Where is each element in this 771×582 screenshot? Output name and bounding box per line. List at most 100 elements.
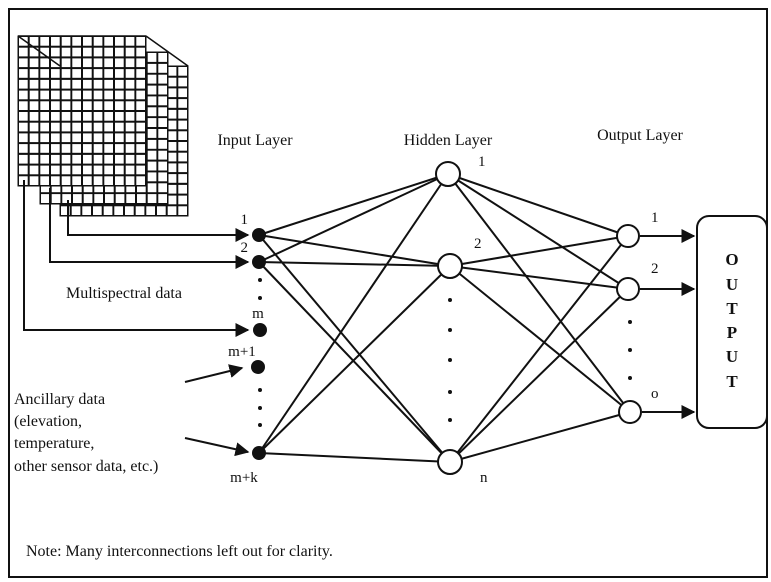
image-pixel [83,112,92,121]
image-pixel [51,165,60,175]
image-pixel [167,88,177,98]
image-pixel [93,101,103,110]
image-pixel [125,133,135,143]
image-pixel [40,154,49,164]
image-pixel [136,90,145,100]
image-pixel [147,161,157,171]
connection-line [258,261,451,463]
image-pixel [105,194,114,203]
connection-line [258,173,449,263]
image-pixel [167,142,177,151]
image-pixel [72,101,81,110]
ellipsis-dot [448,298,452,302]
image-pixel [29,122,39,132]
image-pixel [158,161,167,171]
output-letter: T [726,372,738,391]
connection-line [449,235,629,463]
image-pixel [40,176,49,185]
image-pixel [73,194,82,203]
image-pixel [157,206,166,215]
image-pixel [178,109,187,119]
image-pixel [167,67,177,76]
note-text: Note: Many interconnections left out for… [26,543,333,560]
image-pixel [167,152,177,162]
image-pixel [61,122,71,132]
image-pixel [40,69,49,78]
image-pixel [93,165,103,175]
output-node-label: o [651,386,659,402]
image-pixel [178,131,187,140]
image-pixel [19,90,28,100]
ancillary-label: Ancillary data [14,391,105,408]
image-pixel [61,112,71,121]
image-pixel [167,131,177,140]
image-pixel [104,154,113,164]
multispectral-label: Multispectral data [66,285,182,302]
output-letter: T [726,299,738,318]
input-node-m [253,323,267,337]
input-layer-title: Input Layer [217,132,293,149]
image-pixel [167,109,177,119]
image-pixel [83,133,92,143]
output-ellipsis [628,320,632,380]
image-pixel [136,144,145,153]
image-pixel [125,112,135,121]
hidden-node-2 [437,253,463,279]
image-pixel [125,79,135,89]
multispectral-arrows [23,180,250,337]
connection-line [447,173,631,413]
image-pixel [29,154,39,164]
hidden-node-1 [435,161,461,187]
image-pixel [19,122,28,132]
input-node-label: 1 [241,212,249,228]
image-pixel [40,37,49,46]
image-pixel [178,174,187,183]
image-pixel [19,58,28,68]
image-pixel [83,58,92,68]
image-pixel [115,90,124,100]
image-pixel [136,122,145,132]
image-pixel [115,112,124,121]
image-pixel [72,122,81,132]
image-pixel [136,58,145,68]
image-pixel [19,165,28,175]
image-pixel [72,144,81,153]
image-pixel [41,183,50,193]
input-nodes [251,228,267,460]
image-pixel [104,101,113,110]
input-node-m-plus-1 [251,360,265,374]
input-node-label: m+1 [228,344,256,360]
image-pixel [83,194,93,203]
image-pixel [147,129,157,138]
image-pixel [61,37,71,46]
image-pixel [158,53,167,62]
image-pixel [29,112,39,121]
image-pixel [83,144,92,153]
image-pixel [158,85,167,95]
image-pixel [136,112,145,121]
image-pixel [147,150,157,160]
image-pixel [83,101,92,110]
output-node-1 [616,224,640,248]
input-node-2 [252,255,266,269]
image-pixel [135,206,145,215]
image-pixel [178,206,187,215]
image-pixel [72,154,81,164]
image-pixel [83,90,92,100]
hidden-ellipsis [448,298,452,422]
image-pixel [115,133,124,143]
image-pixel [125,47,135,57]
image-pixel [147,63,157,73]
image-pixel [136,79,145,89]
image-pixel [72,37,81,46]
image-pixel [61,58,71,68]
image-pixel [93,133,103,143]
ancillary-label: (elevation, [14,413,82,430]
image-pixel [104,112,113,121]
image-pixel [136,154,145,164]
image-pixel [19,112,28,121]
image-pixel [73,183,82,193]
image-pixel [158,96,167,106]
hidden-node-n [437,449,463,475]
